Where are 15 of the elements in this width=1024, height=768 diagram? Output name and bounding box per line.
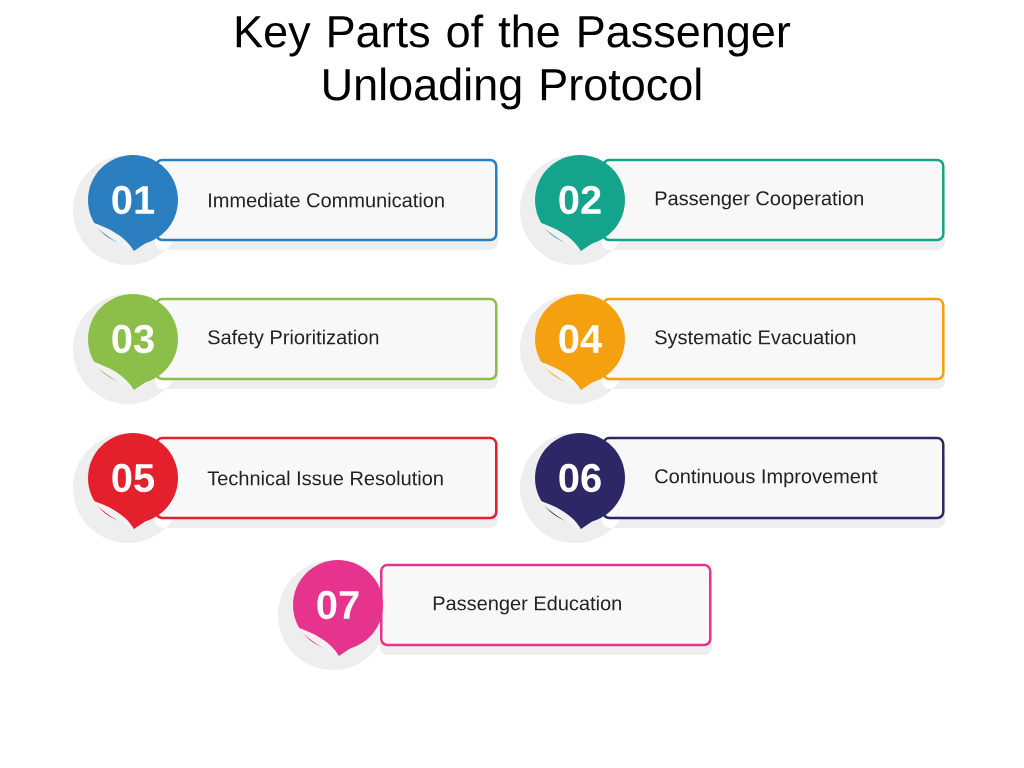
number-badge: 02 [535, 155, 625, 251]
title: Key Parts of the Passenger Unloading Protocol [236, 14, 791, 110]
number-badge: 07 [293, 560, 383, 656]
card: Passenger Cooperation [602, 158, 945, 242]
card: Safety Prioritization [155, 297, 498, 381]
number-badge: 01 [88, 155, 178, 251]
card: Immediate Communication [155, 158, 498, 242]
number-badge: 03 [88, 294, 178, 390]
card: Systematic Evacuation [602, 297, 945, 381]
card: Continuous Improvement [602, 436, 945, 520]
number-badge: 05 [88, 433, 178, 529]
card: Passenger Education [380, 563, 712, 647]
number-badge: 06 [535, 433, 625, 529]
number-badge: 04 [535, 294, 625, 390]
card: Technical Issue Resolution [155, 436, 498, 520]
